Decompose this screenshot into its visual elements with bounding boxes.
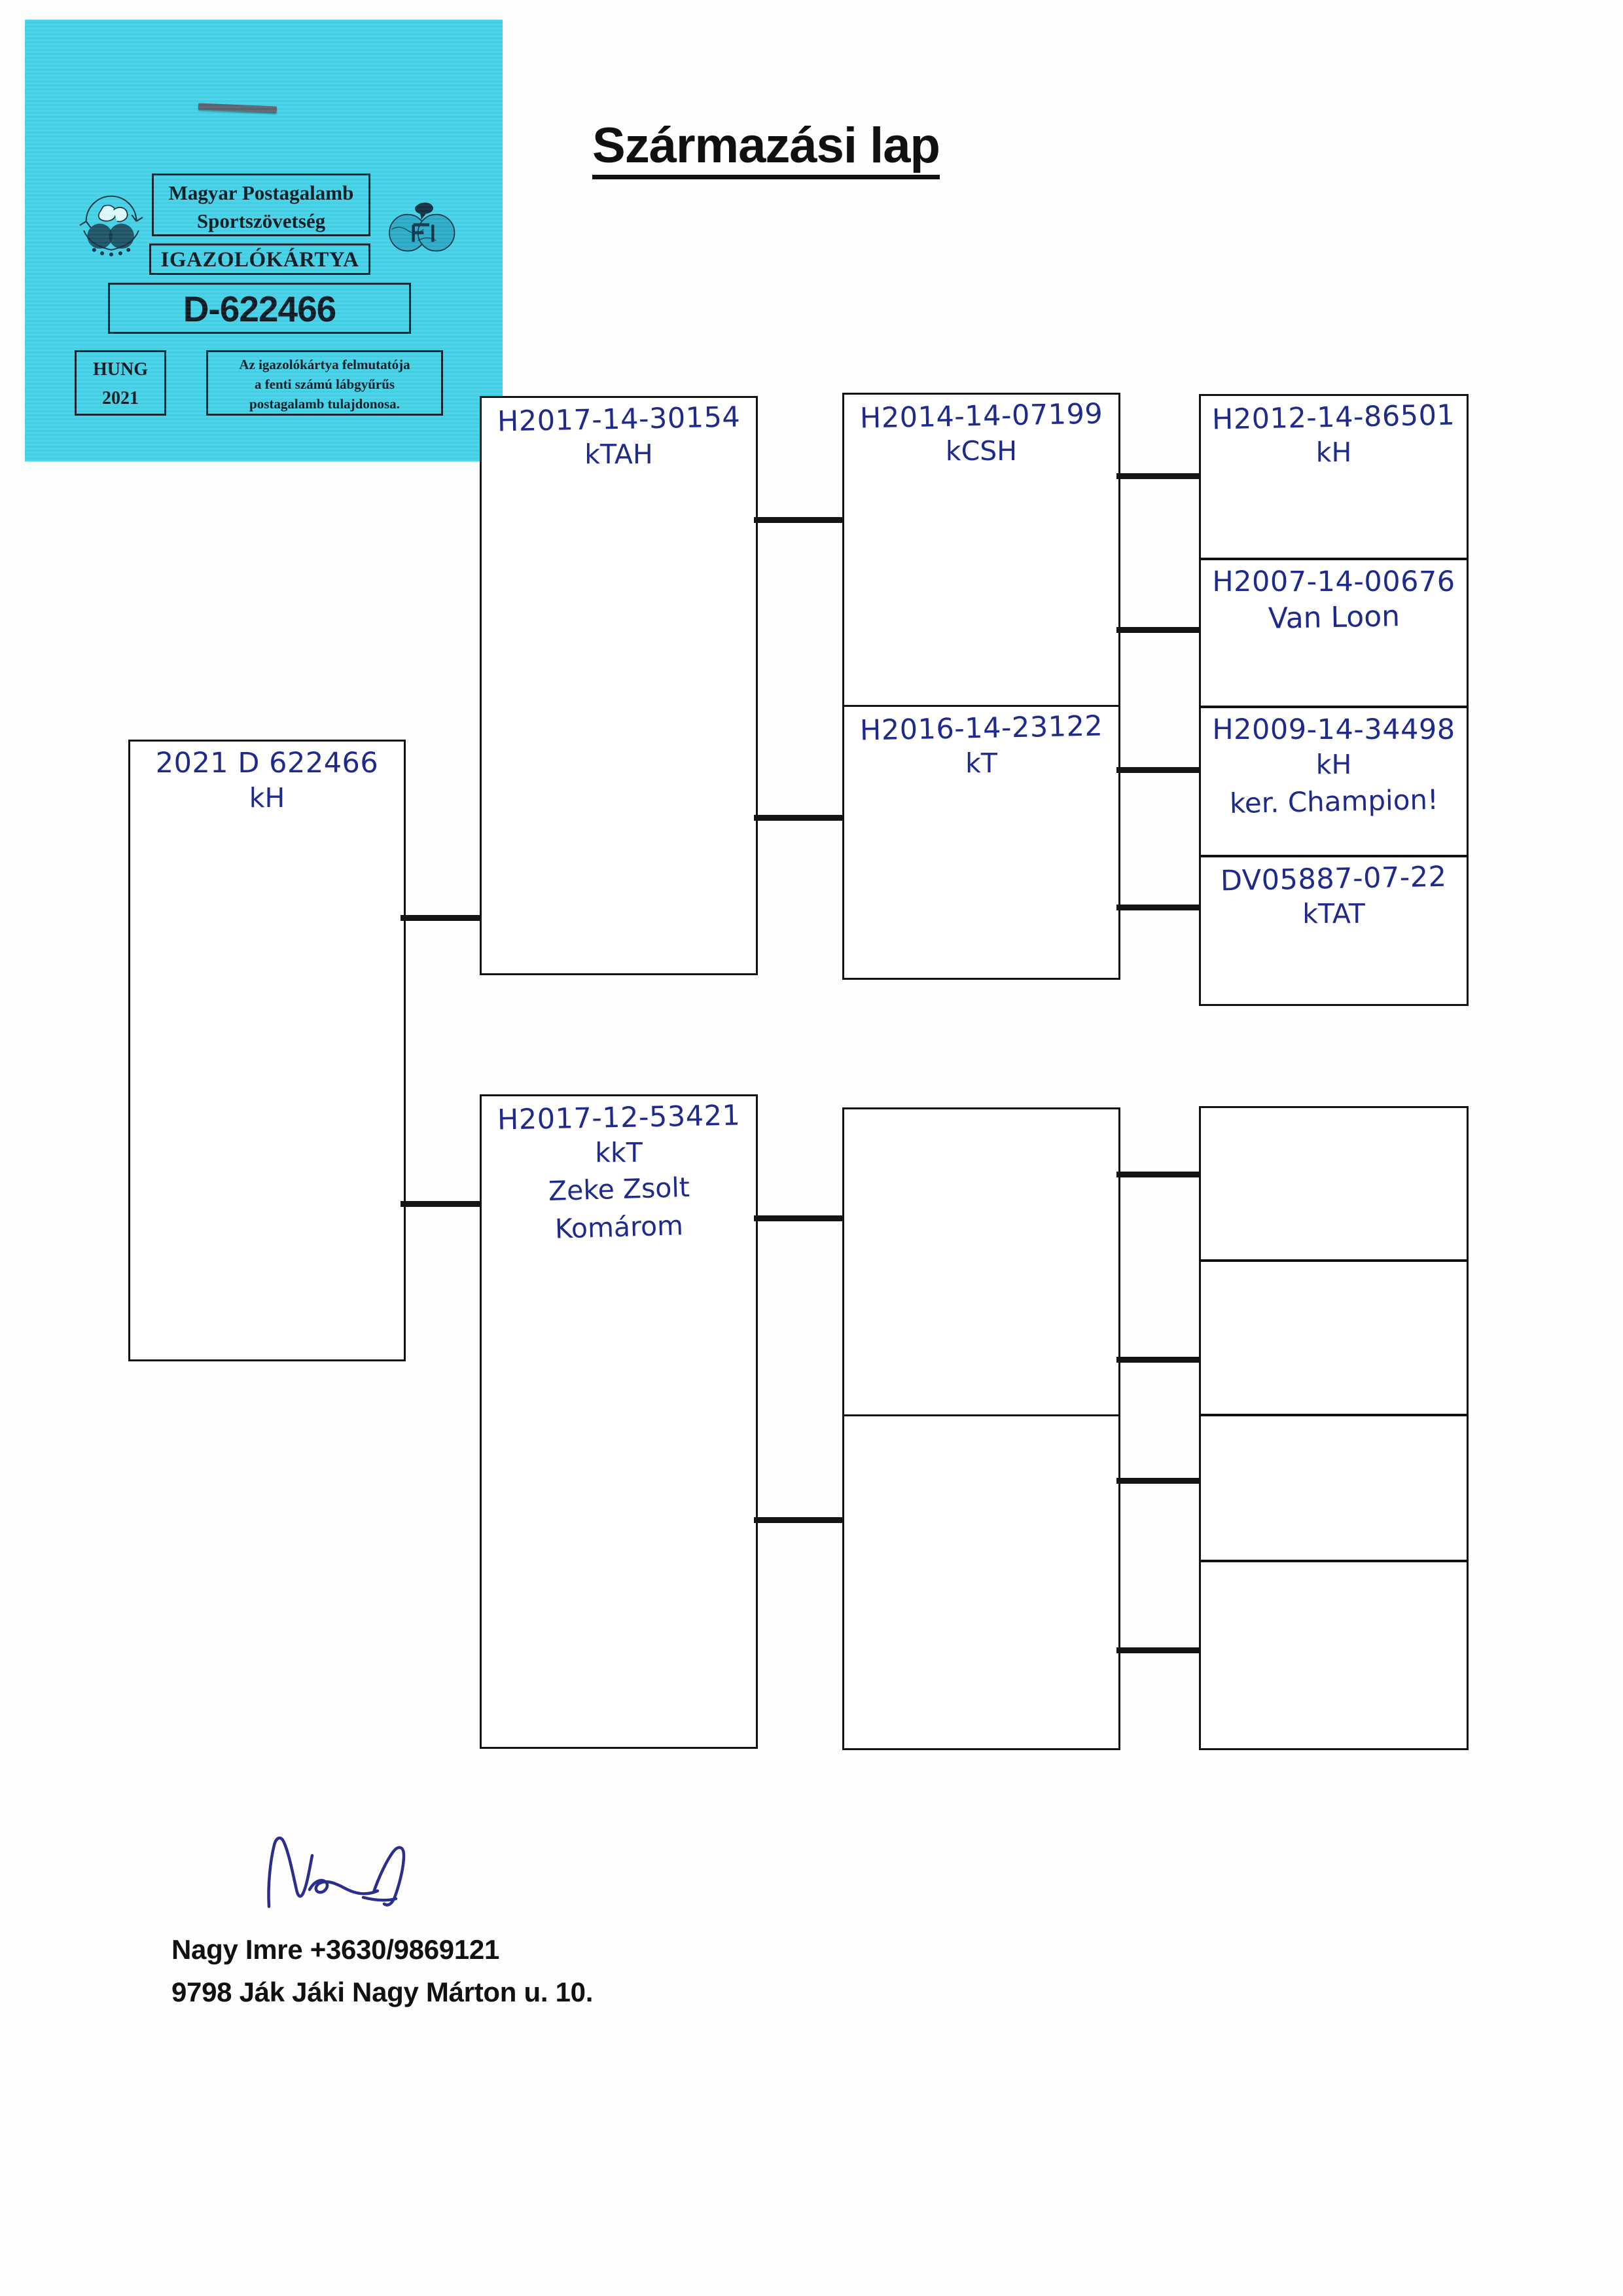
connector-ss-to-sss	[1116, 473, 1202, 479]
connector-dam-to-dd	[754, 1517, 842, 1523]
ssd-strain: Van Loon	[1268, 600, 1400, 636]
sire-ring: H2017-14-30154	[497, 401, 741, 439]
card-number-box: D-622466	[108, 283, 411, 334]
pedigree-box-dam: H2017-12-53421 kkT Zeke Zsolt Komárom	[480, 1094, 758, 1749]
pedigree-box-subject: 2021 D 622466 kH	[128, 740, 406, 1361]
dam-city: Komárom	[554, 1210, 684, 1245]
sire-strain: kTAH	[584, 439, 653, 470]
pedigree-box-sire-dam: H2016-14-23122 kT	[842, 705, 1120, 980]
sds-strain: kH	[1315, 749, 1352, 780]
sire-dam-strain: kT	[965, 747, 997, 779]
ssd-ring: H2007-14-00676	[1212, 565, 1455, 598]
federation-name-line2: Sportszövetség	[196, 209, 326, 232]
dam-ring: H2017-12-53421	[497, 1099, 741, 1137]
pedigree-box-dam-sire-sire	[1199, 1106, 1469, 1261]
connector-ds-to-dss	[1116, 1172, 1202, 1177]
pedigree-box-dam-sire-dam	[1199, 1260, 1469, 1416]
sire-dam-ring: H2016-14-23122	[859, 709, 1103, 747]
country-code: HUNG	[93, 359, 148, 380]
connector-dam-to-ds	[754, 1215, 842, 1221]
country-year-box: HUNG 2021	[75, 350, 166, 416]
pedigree-box-sire-sire: H2014-14-07199 kCSH	[842, 393, 1120, 707]
footer-address: 9798 Ják Jáki Nagy Márton u. 10.	[171, 1977, 594, 2007]
sire-sire-strain: kCSH	[945, 435, 1018, 467]
sire-sire-ring: H2014-14-07199	[859, 397, 1103, 435]
card-note-line2: a fenti számú lábgyűrűs	[254, 376, 395, 392]
pigeon-id-card: Magyar Postagalamb Sportszövetség IGAZOL…	[25, 20, 503, 461]
card-note-line1: Az igazolókártya felmutatója	[239, 357, 410, 372]
pedigree-box-dam-dam	[842, 1414, 1120, 1750]
connector-subject-to-dam	[401, 1201, 482, 1207]
pedigree-box-dam-dam-dam	[1199, 1560, 1469, 1750]
fci-emblem-right-icon	[389, 202, 455, 252]
connector-ds-to-dsd	[1116, 1357, 1202, 1363]
pedigree-box-sire-sire-sire: H2012-14-86501 kH	[1199, 394, 1469, 560]
page-title: Származási lap	[592, 121, 940, 179]
connector-sire-to-ss	[754, 517, 842, 523]
connector-dd-to-ddd	[1116, 1647, 1202, 1653]
sss-strain: kH	[1315, 437, 1352, 468]
pedigree-box-sire-dam-dam: DV05887-07-22 kTAT	[1199, 855, 1469, 1006]
pedigree-box-dam-dam-sire	[1199, 1414, 1469, 1562]
footer-contact: Nagy Imre +3630/9869121	[171, 1934, 499, 1965]
federation-emblem-left-icon	[79, 195, 143, 257]
owner-signature	[267, 1836, 406, 1909]
sdd-strain: kTAT	[1302, 898, 1365, 929]
connector-sd-to-sdd	[1116, 905, 1202, 910]
connector-ss-to-ssd	[1116, 627, 1202, 633]
dam-strain: kkT	[595, 1137, 643, 1168]
connector-subject-to-sire	[401, 915, 482, 921]
staple-icon	[198, 103, 277, 113]
connector-sd-to-sds	[1116, 767, 1202, 773]
federation-name-line1: Magyar Postagalamb	[168, 181, 354, 204]
sds-ring: H2009-14-34498	[1212, 713, 1455, 746]
card-note-line3: postagalamb tulajdonosa.	[249, 396, 400, 412]
card-note-box: Az igazolókártya felmutatója a fenti szá…	[206, 350, 443, 416]
pedigree-box-dam-sire	[842, 1107, 1120, 1416]
connector-sire-to-sd	[754, 815, 842, 821]
sdd-ring: DV05887-07-22	[1220, 860, 1448, 898]
connector-dd-to-dds	[1116, 1478, 1202, 1484]
federation-name-box: Magyar Postagalamb Sportszövetség	[152, 173, 370, 236]
pedigree-box-sire-sire-dam: H2007-14-00676 Van Loon	[1199, 558, 1469, 708]
subject-ring: 2021 D 622466	[155, 747, 379, 780]
dam-owner: Zeke Zsolt	[547, 1171, 690, 1208]
pedigree-box-sire: H2017-14-30154 kTAH	[480, 396, 758, 975]
sss-ring: H2012-14-86501	[1211, 399, 1456, 437]
card-year: 2021	[102, 388, 139, 408]
pedigree-box-sire-dam-sire: H2009-14-34498 kH ker. Champion!	[1199, 706, 1469, 857]
card-type-box: IGAZOLÓKÁRTYA	[149, 243, 370, 275]
sds-note: ker. Champion!	[1229, 783, 1438, 820]
subject-strain: kH	[249, 782, 285, 814]
